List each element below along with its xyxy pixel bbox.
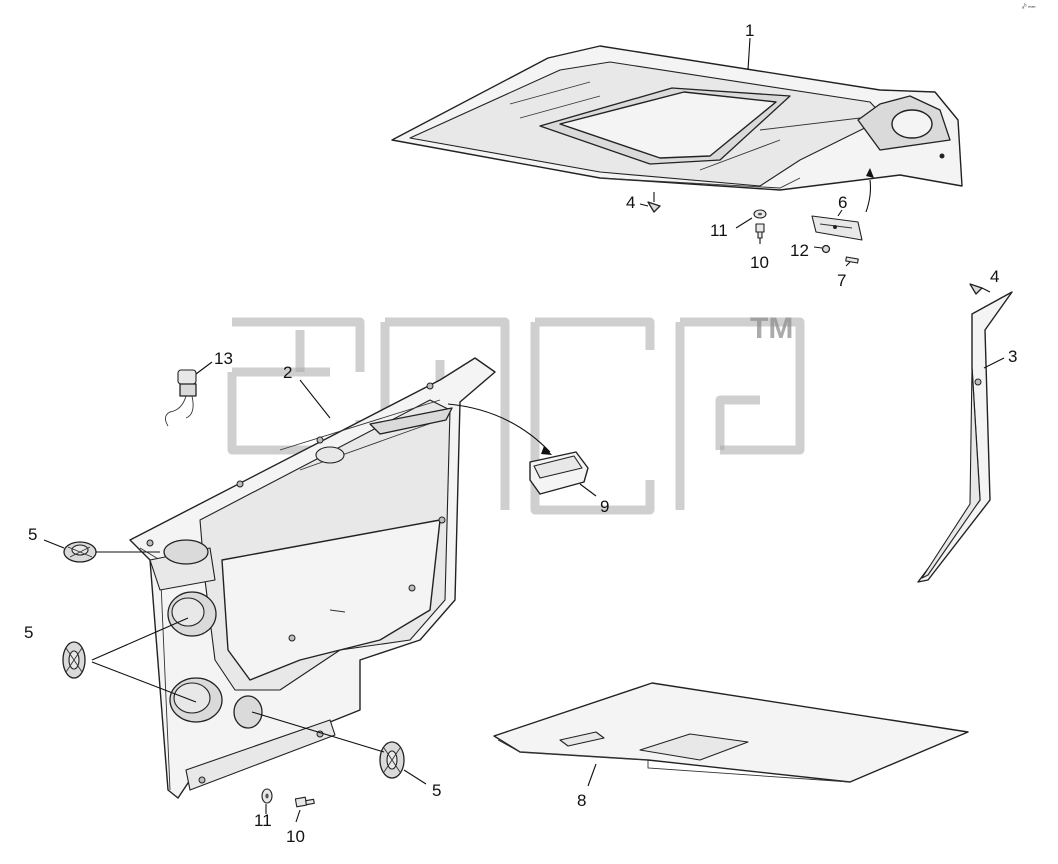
bolt-upper <box>755 223 765 239</box>
pillar-trim <box>917 291 1013 583</box>
corner-mark: ₐᵇ ₘₘ <box>1022 3 1036 10</box>
interior-light <box>811 168 874 241</box>
plug-upper-left <box>63 541 97 563</box>
watermark-trademark: TM <box>750 312 793 345</box>
callout-10-upper: 10 <box>750 253 769 272</box>
roof-headliner-panel <box>391 45 963 191</box>
washer-upper <box>753 209 767 219</box>
callout-11-lower: 11 <box>254 811 272 830</box>
callout-13: 13 <box>214 349 233 368</box>
callout-8: 8 <box>577 791 586 810</box>
callout-9: 9 <box>600 497 609 516</box>
side-trim-panel <box>129 357 496 799</box>
callout-11-upper: 11 <box>710 221 728 240</box>
callout-2: 2 <box>283 363 292 382</box>
leader-lines <box>43 37 1005 823</box>
callout-6: 6 <box>838 193 847 212</box>
switch-with-wire <box>165 369 197 427</box>
callout-4-upper: 4 <box>626 193 635 212</box>
callout-7: 7 <box>837 271 846 290</box>
callout-5-lower-right: 5 <box>432 781 441 800</box>
callout-labels: 1 2 3 4 4 5 5 5 6 7 8 9 10 10 11 11 12 1… <box>24 21 1017 846</box>
screw-12 <box>813 244 831 254</box>
bolt-lower <box>294 796 315 808</box>
callout-4-right: 4 <box>990 267 999 286</box>
clip-right <box>969 283 991 295</box>
callout-12: 12 <box>790 241 809 260</box>
floor-mat <box>493 682 969 783</box>
clip-upper <box>647 192 661 213</box>
speaker-hole <box>891 109 933 139</box>
pin <box>845 256 859 264</box>
washer-lower <box>261 788 273 804</box>
callout-5-middle-left: 5 <box>24 623 33 642</box>
callout-3: 3 <box>1008 347 1017 366</box>
callout-10-lower: 10 <box>286 827 305 846</box>
storage-box <box>447 403 589 495</box>
callout-5-upper-left: 5 <box>28 525 37 544</box>
callout-1: 1 <box>745 21 754 40</box>
plug-middle-left <box>62 641 86 679</box>
plug-lower-right <box>379 741 405 779</box>
